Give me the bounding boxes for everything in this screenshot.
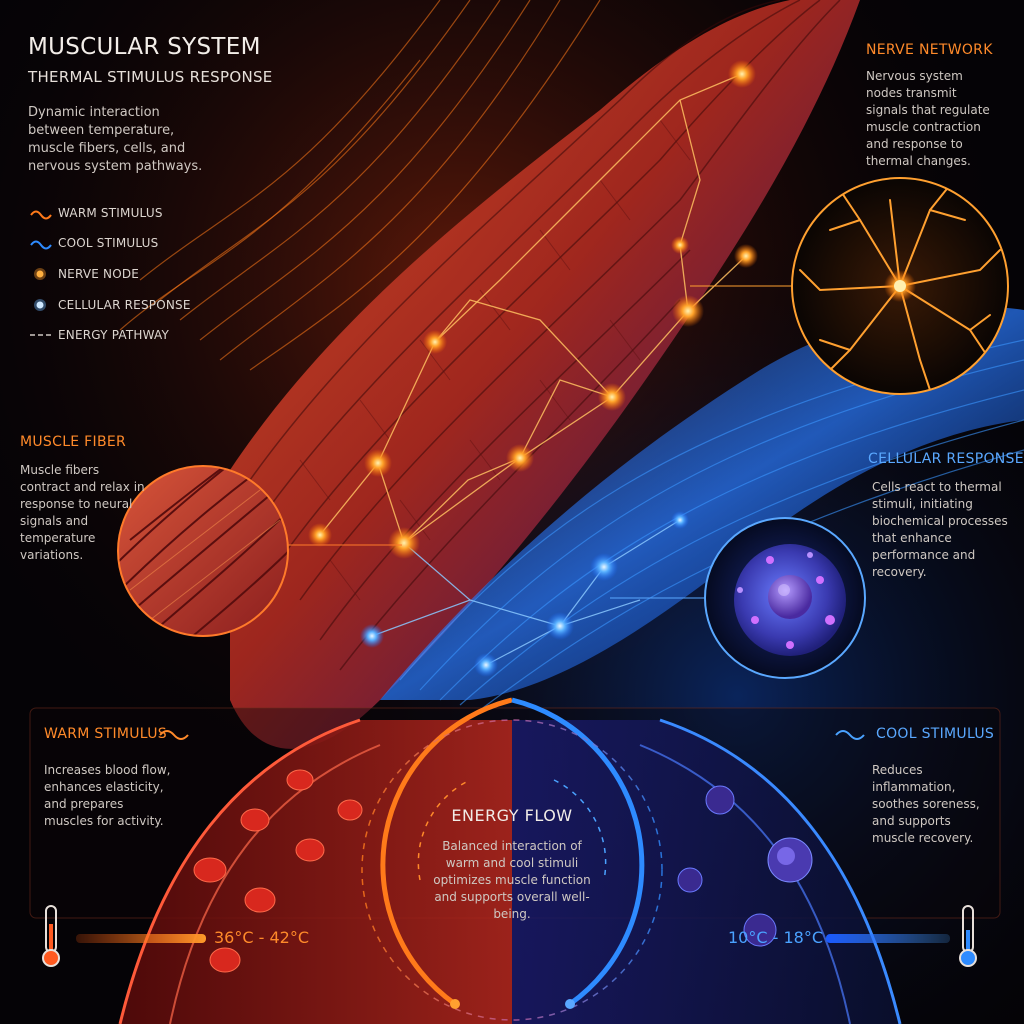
warm-flow-lines xyxy=(119,0,601,371)
nerve-network-title: NERVE NETWORK xyxy=(866,42,993,58)
warm-thermometer-icon xyxy=(42,905,60,967)
energy-flow-text: Balanced interaction of warm and cool st… xyxy=(433,839,591,921)
cool-tissue-arc xyxy=(512,718,902,1024)
cool-flow-lines xyxy=(399,339,1024,711)
legend-cellular-response: CELLULAR RESPONSE xyxy=(28,296,191,314)
page-subtitle: THERMAL STIMULUS RESPONSE xyxy=(28,68,273,86)
cellular-response-title: CELLULAR RESPONSE xyxy=(868,451,1024,467)
blue-dot-icon xyxy=(34,299,46,311)
legend-label: ENERGY PATHWAY xyxy=(58,328,170,342)
fiber-zoom-circle xyxy=(117,465,289,637)
legend-label: COOL STIMULUS xyxy=(58,236,159,250)
warm-tissue-arc xyxy=(118,718,512,1024)
energy-flow-title: ENERGY FLOW xyxy=(451,806,573,825)
legend-cool-stimulus: COOL STIMULUS xyxy=(28,234,158,252)
cool-stimulus-title: COOL STIMULUS xyxy=(876,726,995,742)
cell-zoom-circle xyxy=(704,517,866,679)
cool-temp-range: 10°C - 18°C xyxy=(728,928,824,947)
muscle-cross-lines xyxy=(299,119,691,601)
warm-stimulus-title: WARM STIMULUS xyxy=(44,726,167,742)
legend-label: WARM STIMULUS xyxy=(58,206,163,220)
muscle-fiber-title: MUSCLE FIBER xyxy=(20,434,127,450)
legend-label: CELLULAR RESPONSE xyxy=(58,298,191,312)
cool-wave-icon xyxy=(835,730,865,740)
warm-temp-bar xyxy=(76,934,206,943)
cool-thermometer-icon xyxy=(959,905,977,967)
orange-dot-icon xyxy=(34,268,46,280)
blue-wave-icon xyxy=(30,240,52,250)
warm-stimulus-text: Increases blood flow, enhances elasticit… xyxy=(44,763,171,828)
cellular-response-text: Cells react to thermal stimuli, initiati… xyxy=(872,480,1008,579)
warm-wave-icon xyxy=(159,730,189,740)
intro-text: Dynamic interaction between temperature,… xyxy=(28,105,203,174)
neuron-zoom-circle xyxy=(791,177,1009,395)
nerve-network-text: Nervous system nodes transmit signals th… xyxy=(866,69,990,168)
page-title: MUSCULAR SYSTEM xyxy=(28,34,261,60)
legend-energy-pathway: ENERGY PATHWAY xyxy=(28,326,169,344)
muscle-band xyxy=(230,0,860,749)
cool-stimulus-text: Reduces inflammation, soothes soreness, … xyxy=(872,763,980,845)
warm-nerve-nodes xyxy=(308,60,758,559)
energy-flow-ring xyxy=(361,697,663,1021)
cool-temp-bar xyxy=(826,934,950,943)
legend-warm-stimulus: WARM STIMULUS xyxy=(28,204,163,222)
muscle-striations xyxy=(249,0,841,671)
muscle-fiber-text: Muscle fibers contract and relax in resp… xyxy=(20,463,145,562)
legend-label: NERVE NODE xyxy=(58,267,140,281)
cool-response-nodes xyxy=(360,511,689,677)
dashed-line-icon xyxy=(30,334,52,336)
warm-temp-range: 36°C - 42°C xyxy=(214,928,310,947)
orange-wave-icon xyxy=(30,210,52,220)
legend-nerve-node: NERVE NODE xyxy=(28,265,139,283)
